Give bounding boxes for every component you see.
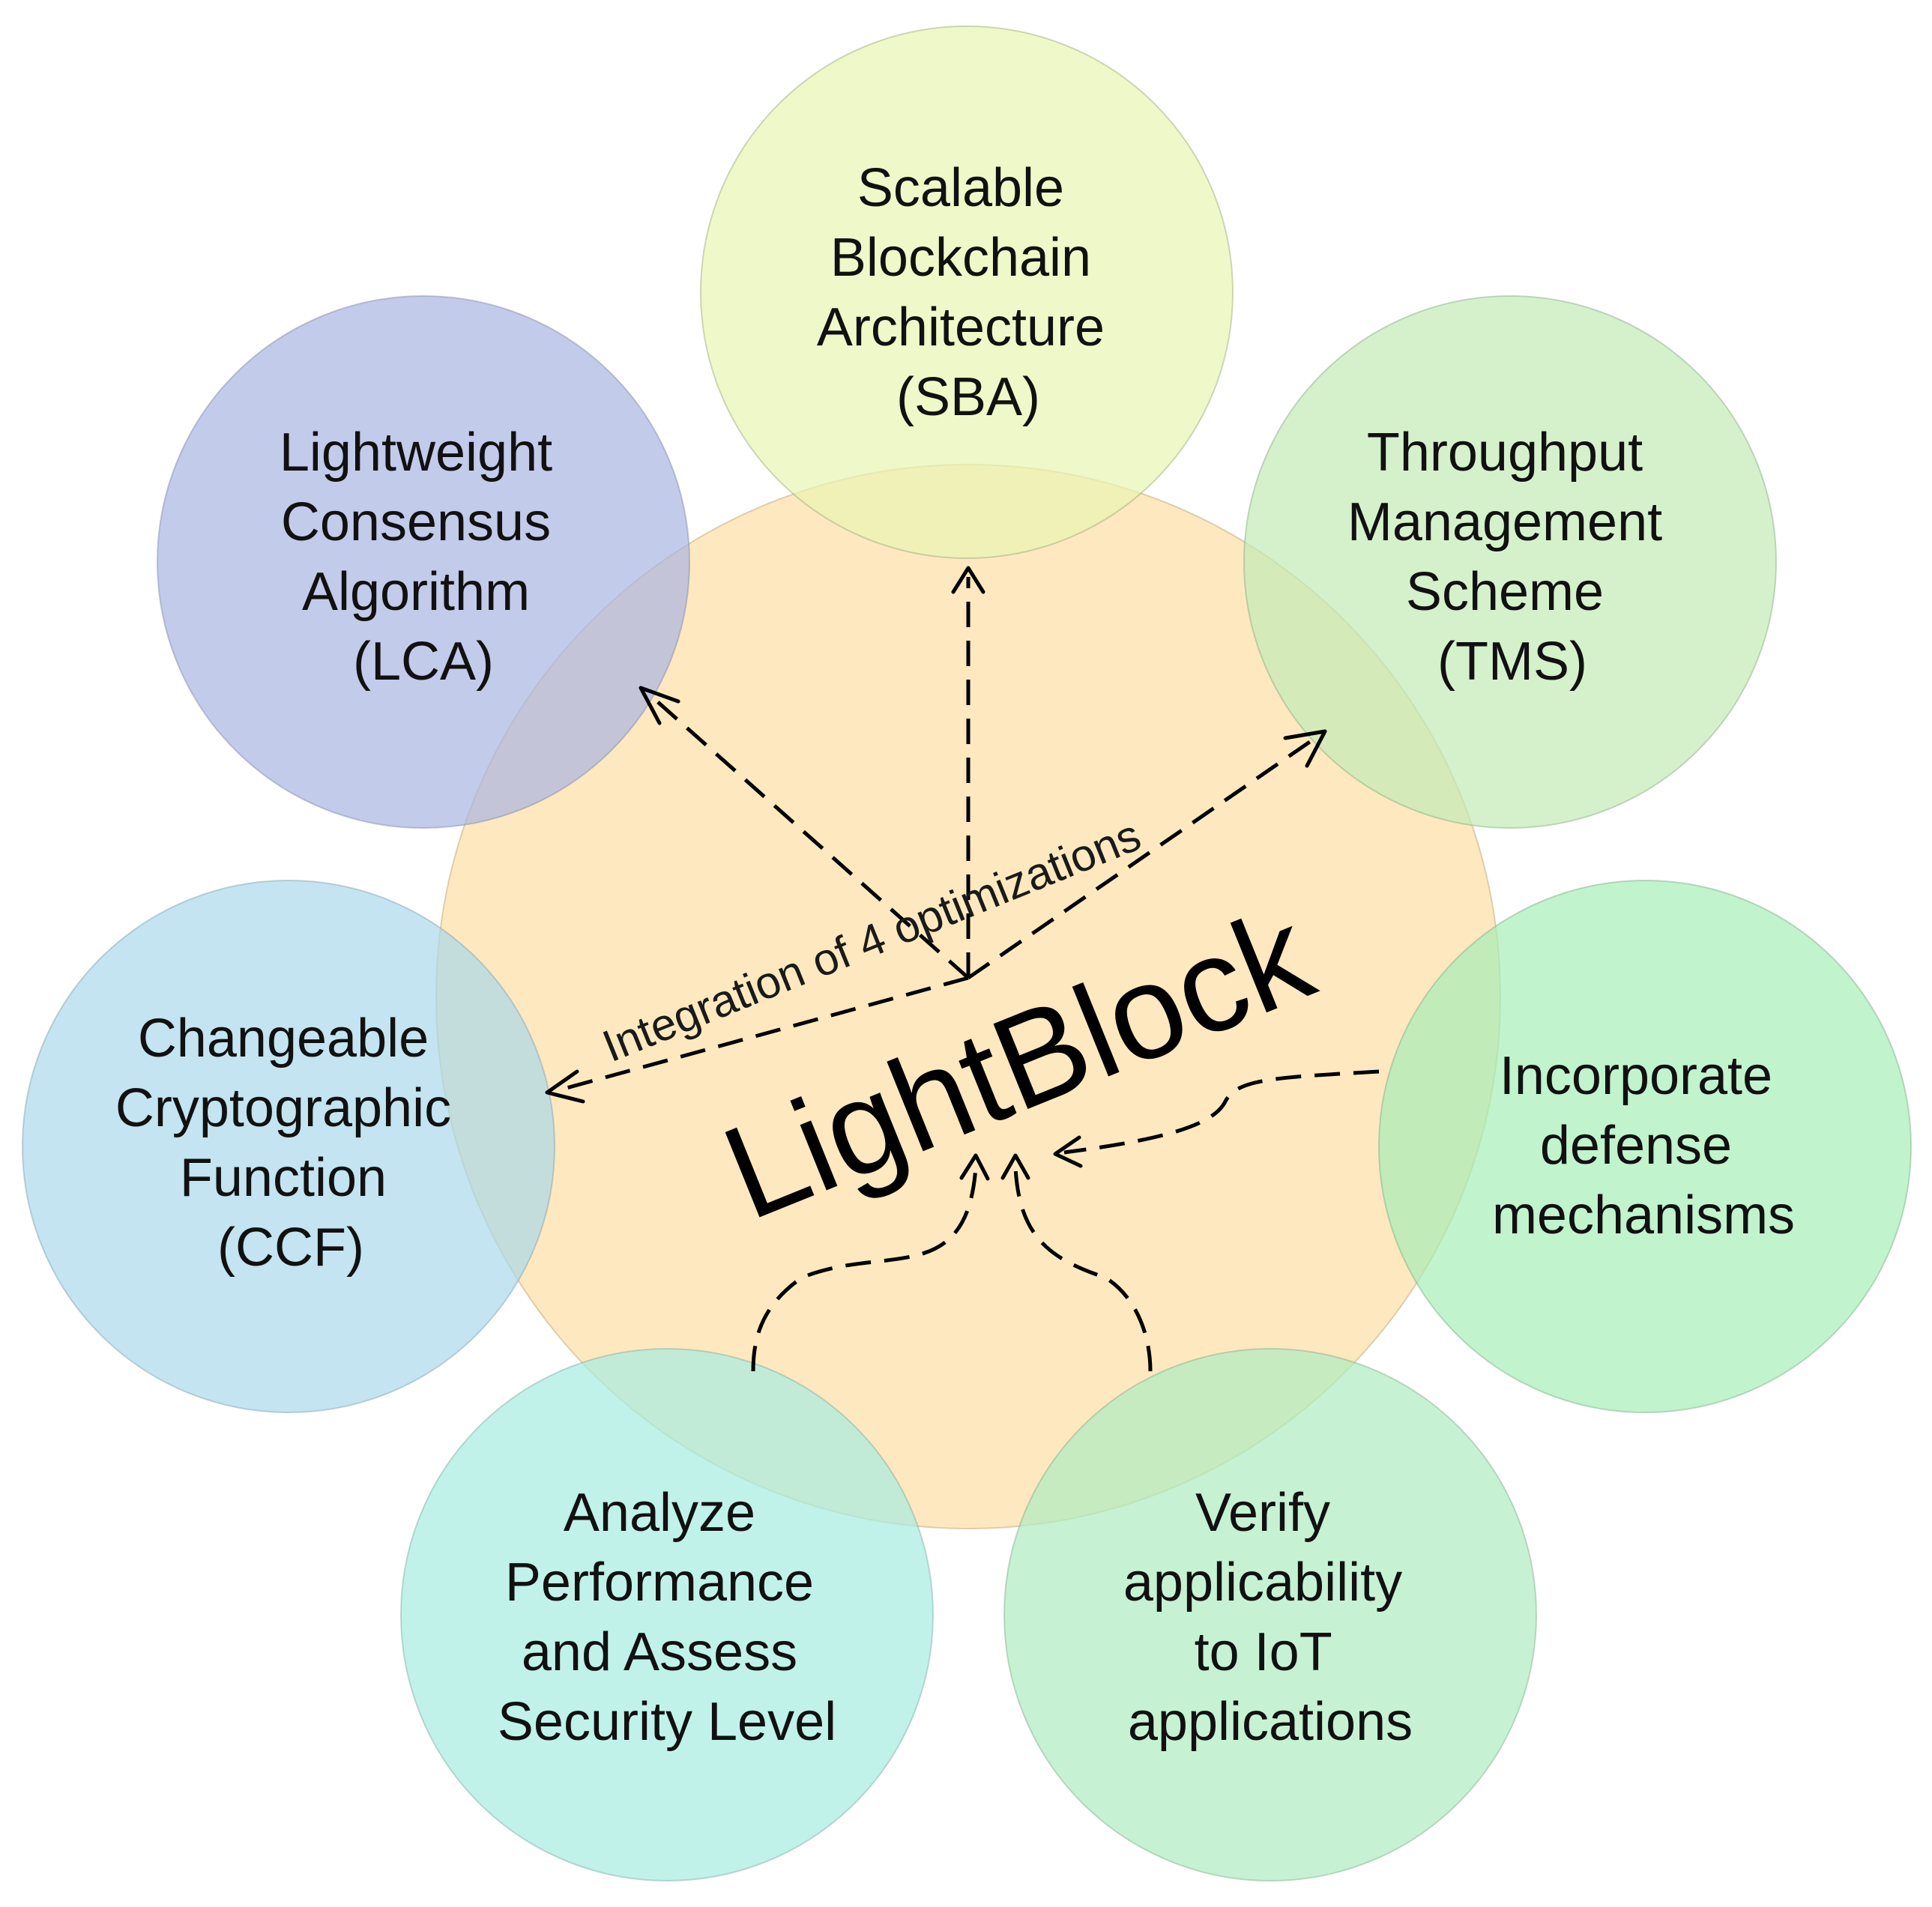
- arrow-to-lca: [639, 686, 970, 979]
- node-circle-defense: [1378, 880, 1912, 1413]
- node-label-verify: Verify applicability to IoT applications: [1123, 1483, 1417, 1752]
- node-label-ccf: Changeable Cryptographic Function (CCF): [115, 1009, 466, 1278]
- arrow-from-verify: [1000, 1153, 1153, 1372]
- node-circle-verify: [1003, 1348, 1537, 1882]
- node-label-defense: Incorporate defense mechanisms: [1492, 1046, 1795, 1245]
- arrow-from-defense: [1053, 1069, 1380, 1168]
- node-label-sba: Scalable Blockchain Architecture (SBA): [817, 158, 1120, 427]
- arrow-to-tms: [967, 729, 1327, 980]
- arrow-to-ccf: [545, 976, 969, 1104]
- node-circle-sba: [700, 25, 1234, 559]
- node-label-lca: Lightweight Consensus Algorithm (LCA): [280, 423, 567, 692]
- node-label-tms: Throughput Management Scheme (TMS): [1347, 423, 1677, 692]
- arrow-to-sba: [951, 566, 985, 978]
- arrow-from-analyze: [751, 1153, 990, 1372]
- node-circle-analyze: [400, 1348, 934, 1882]
- node-circle-lca: [157, 295, 690, 829]
- node-circle-ccf: [22, 880, 555, 1413]
- node-label-analyze: Analyze Performance and Assess Security …: [498, 1483, 836, 1752]
- node-circle-tms: [1243, 295, 1777, 829]
